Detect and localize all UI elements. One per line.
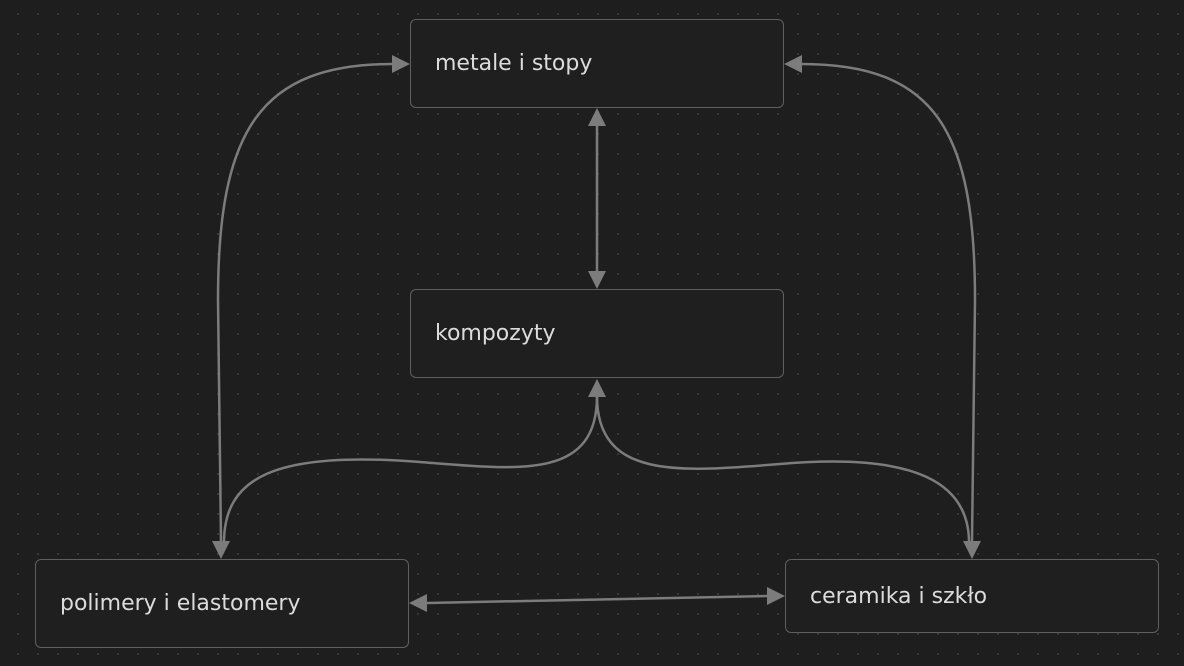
edge-line: [800, 62, 977, 542]
arrowhead-left: [784, 55, 802, 73]
edge-polimery-ceramika: [409, 587, 785, 612]
node-label: ceramika i szkło: [810, 583, 988, 609]
node-metale-i-stopy[interactable]: metale i stopy: [410, 19, 784, 108]
edge-kompozyty-polimery: [222, 379, 606, 542]
arrowhead-down: [588, 271, 606, 289]
node-ceramika-i-szklo[interactable]: ceramika i szkło: [785, 559, 1159, 633]
edge-line: [426, 594, 768, 605]
arrowhead-right: [767, 587, 785, 605]
arrowhead-down: [963, 541, 981, 559]
edge-metale-kompozyty: [588, 108, 606, 289]
edge-line: [595, 395, 971, 542]
node-label: polimery i elastomery: [60, 591, 301, 616]
node-polimery-i-elastomery[interactable]: polimery i elastomery: [35, 559, 409, 648]
node-kompozyty[interactable]: kompozyty: [410, 289, 784, 378]
edge-line: [216, 62, 394, 542]
arrowhead-down: [212, 541, 230, 559]
edge-line: [222, 395, 599, 542]
edge-metale-ceramika: [784, 55, 981, 559]
arrowhead-left: [409, 594, 427, 612]
arrowhead-right: [392, 55, 410, 73]
edge-kompozyty-ceramika: [595, 395, 971, 542]
node-label: metale i stopy: [435, 51, 593, 76]
arrowhead-up: [588, 379, 606, 397]
node-label: kompozyty: [435, 321, 556, 346]
arrowhead-up: [588, 108, 606, 126]
edge-metale-polimery: [212, 55, 410, 559]
